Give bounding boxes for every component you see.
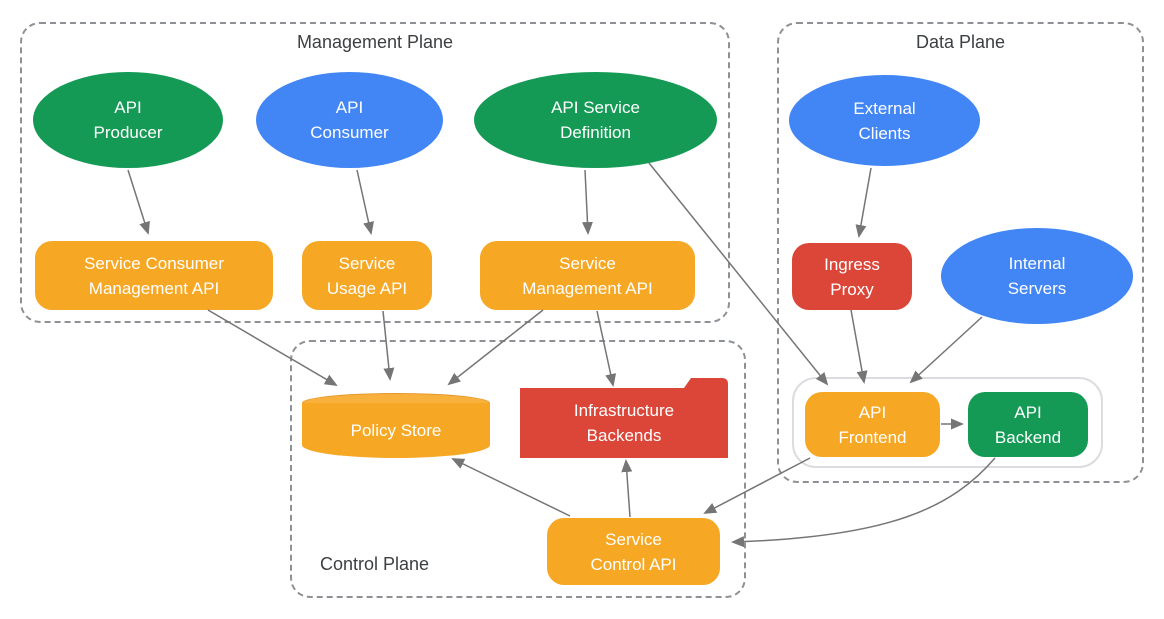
- node-internal-servers-label: Internal Servers: [1007, 254, 1067, 298]
- node-api-frontend: API Frontend: [805, 392, 940, 457]
- node-api-producer: API Producer: [33, 72, 223, 168]
- node-service-usage-api: Service Usage API: [302, 241, 432, 310]
- node-ingress-proxy-label: Ingress Proxy: [824, 254, 880, 299]
- node-api-producer-label: API Producer: [93, 98, 163, 142]
- node-internal-servers: Internal Servers: [941, 228, 1133, 324]
- node-policy-store: Policy Store: [302, 403, 490, 458]
- node-external-clients-label: External Clients: [853, 98, 916, 143]
- node-service-consumer-management-api: Service Consumer Management API: [35, 241, 273, 310]
- node-api-service-definition: API Service Definition: [474, 72, 717, 168]
- node-api-backend: API Backend: [968, 392, 1088, 457]
- folder-shape: [520, 378, 728, 458]
- management-plane-label: Management Plane: [296, 32, 454, 52]
- node-ingress-proxy: Ingress Proxy: [792, 243, 912, 310]
- node-api-service-definition-label: API Service Definition: [551, 98, 640, 142]
- node-api-consumer-label: API Consumer: [310, 98, 389, 142]
- data-plane-label: Data Plane: [915, 32, 1006, 52]
- node-service-usage-api-label: Service Usage API: [326, 253, 408, 298]
- control-plane-label: Control Plane: [320, 554, 430, 574]
- node-service-control-api-label: Service Control API: [590, 529, 677, 574]
- node-infrastructure-backends-label: Infrastructure Backends: [573, 401, 675, 445]
- node-external-clients: External Clients: [789, 75, 980, 166]
- node-api-frontend-label: API Frontend: [838, 402, 907, 447]
- node-policy-store-label: Policy Store: [350, 420, 442, 440]
- node-service-control-api: Service Control API: [547, 518, 720, 585]
- node-service-management-api: Service Management API: [480, 241, 695, 310]
- node-api-backend-label: API Backend: [994, 402, 1062, 447]
- node-service-consumer-management-api-label: Service Consumer Management API: [84, 253, 224, 298]
- node-api-consumer: API Consumer: [256, 72, 443, 168]
- node-infrastructure-backends: Infrastructure Backends: [520, 378, 728, 458]
- node-service-management-api-label: Service Management API: [522, 253, 653, 298]
